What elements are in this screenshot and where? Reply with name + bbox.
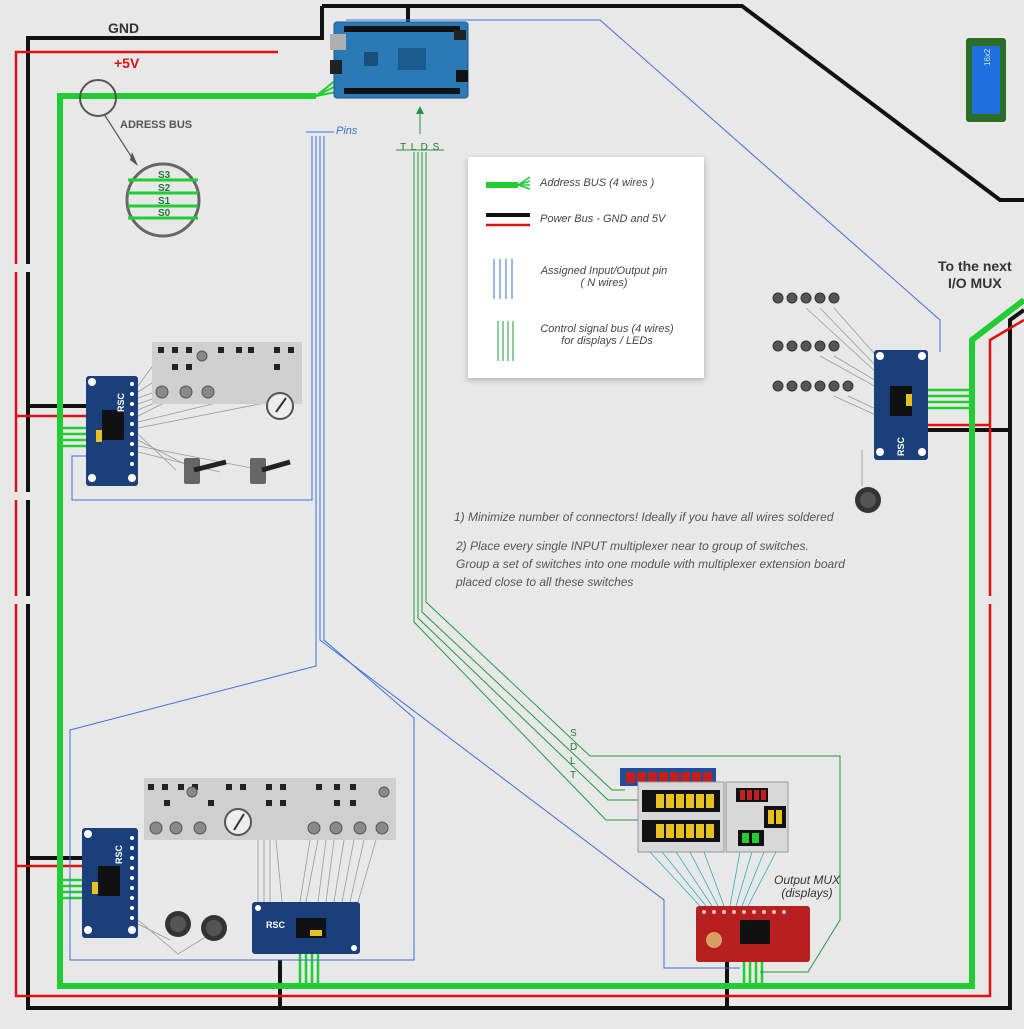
legend-address-swatch [486, 176, 531, 190]
control-bus [396, 149, 841, 973]
pins-label: Pins [336, 125, 358, 137]
legend-box: Address BUS (4 wires ) Power Bus - GND a… [468, 157, 704, 378]
mux-right-brand: RSC [896, 436, 906, 456]
switch-panel-2 [144, 778, 396, 840]
lcd-module [966, 38, 1006, 122]
tlds-label: T L D S [400, 142, 440, 153]
control-arrow-head [416, 106, 424, 114]
arduino-board [330, 21, 469, 99]
pushbuttons-right [772, 292, 854, 392]
input-mux-board-1 [86, 376, 138, 486]
address-line-s3: S3 [158, 170, 171, 181]
vcc-bus [14, 50, 1024, 998]
address-line-s1: S1 [158, 196, 171, 207]
address-bus-callout [79, 79, 201, 238]
next-mux-label: To the next I/O MUX [938, 258, 1012, 291]
mux-1-brand: RSC [116, 392, 126, 412]
input-mux-board-3 [252, 902, 360, 954]
right-mux-wires [805, 307, 881, 486]
gnd-label: GND [108, 20, 139, 36]
switch-panel-1 [152, 342, 302, 420]
address-line-s0: S0 [158, 208, 171, 219]
sdlt-label-l: L [570, 756, 576, 767]
address-bus [57, 79, 1024, 989]
sdlt-label-t: T [570, 770, 576, 781]
lcd-label: 16x2 [983, 48, 992, 66]
knobs-2 [165, 911, 227, 941]
address-line-s2: S2 [158, 183, 171, 194]
legend-io-swatch [493, 259, 513, 299]
display-wires [649, 851, 777, 907]
legend-control-swatch [497, 321, 514, 361]
mux-3-brand: RSC [266, 920, 286, 930]
rotary-knob-right [855, 487, 881, 513]
display-modules [620, 768, 789, 853]
legend-io-text: Assigned Input/Output pin ( N wires) [540, 265, 668, 289]
note-1: 1) Minimize number of connectors! Ideall… [454, 510, 834, 524]
sdlt-label-s: S [570, 728, 577, 739]
output-mux-label: Output MUX (displays) [774, 873, 841, 900]
mux-2-wires [137, 919, 215, 955]
note-2: 2) Place every single INPUT multiplexer … [456, 539, 845, 589]
legend-address-text: Address BUS (4 wires ) [540, 177, 655, 189]
input-mux-board-2 [82, 828, 138, 938]
legend-control-text: Control signal bus (4 wires) for display… [540, 323, 674, 347]
sdlt-label-d: D [570, 742, 577, 753]
address-bus-label: ADRESS BUS [120, 119, 192, 131]
output-mux-board [696, 906, 810, 962]
toggle-switches-1 [184, 458, 291, 484]
mux-2-brand: RSC [114, 844, 124, 864]
input-mux-board-right [874, 350, 928, 460]
signal-wires [69, 19, 941, 969]
vcc-label: +5V [114, 55, 140, 71]
legend-power-text: Power Bus - GND and 5V [540, 213, 666, 225]
legend-power-swatch [486, 213, 530, 227]
mux-3-wires [257, 839, 377, 903]
